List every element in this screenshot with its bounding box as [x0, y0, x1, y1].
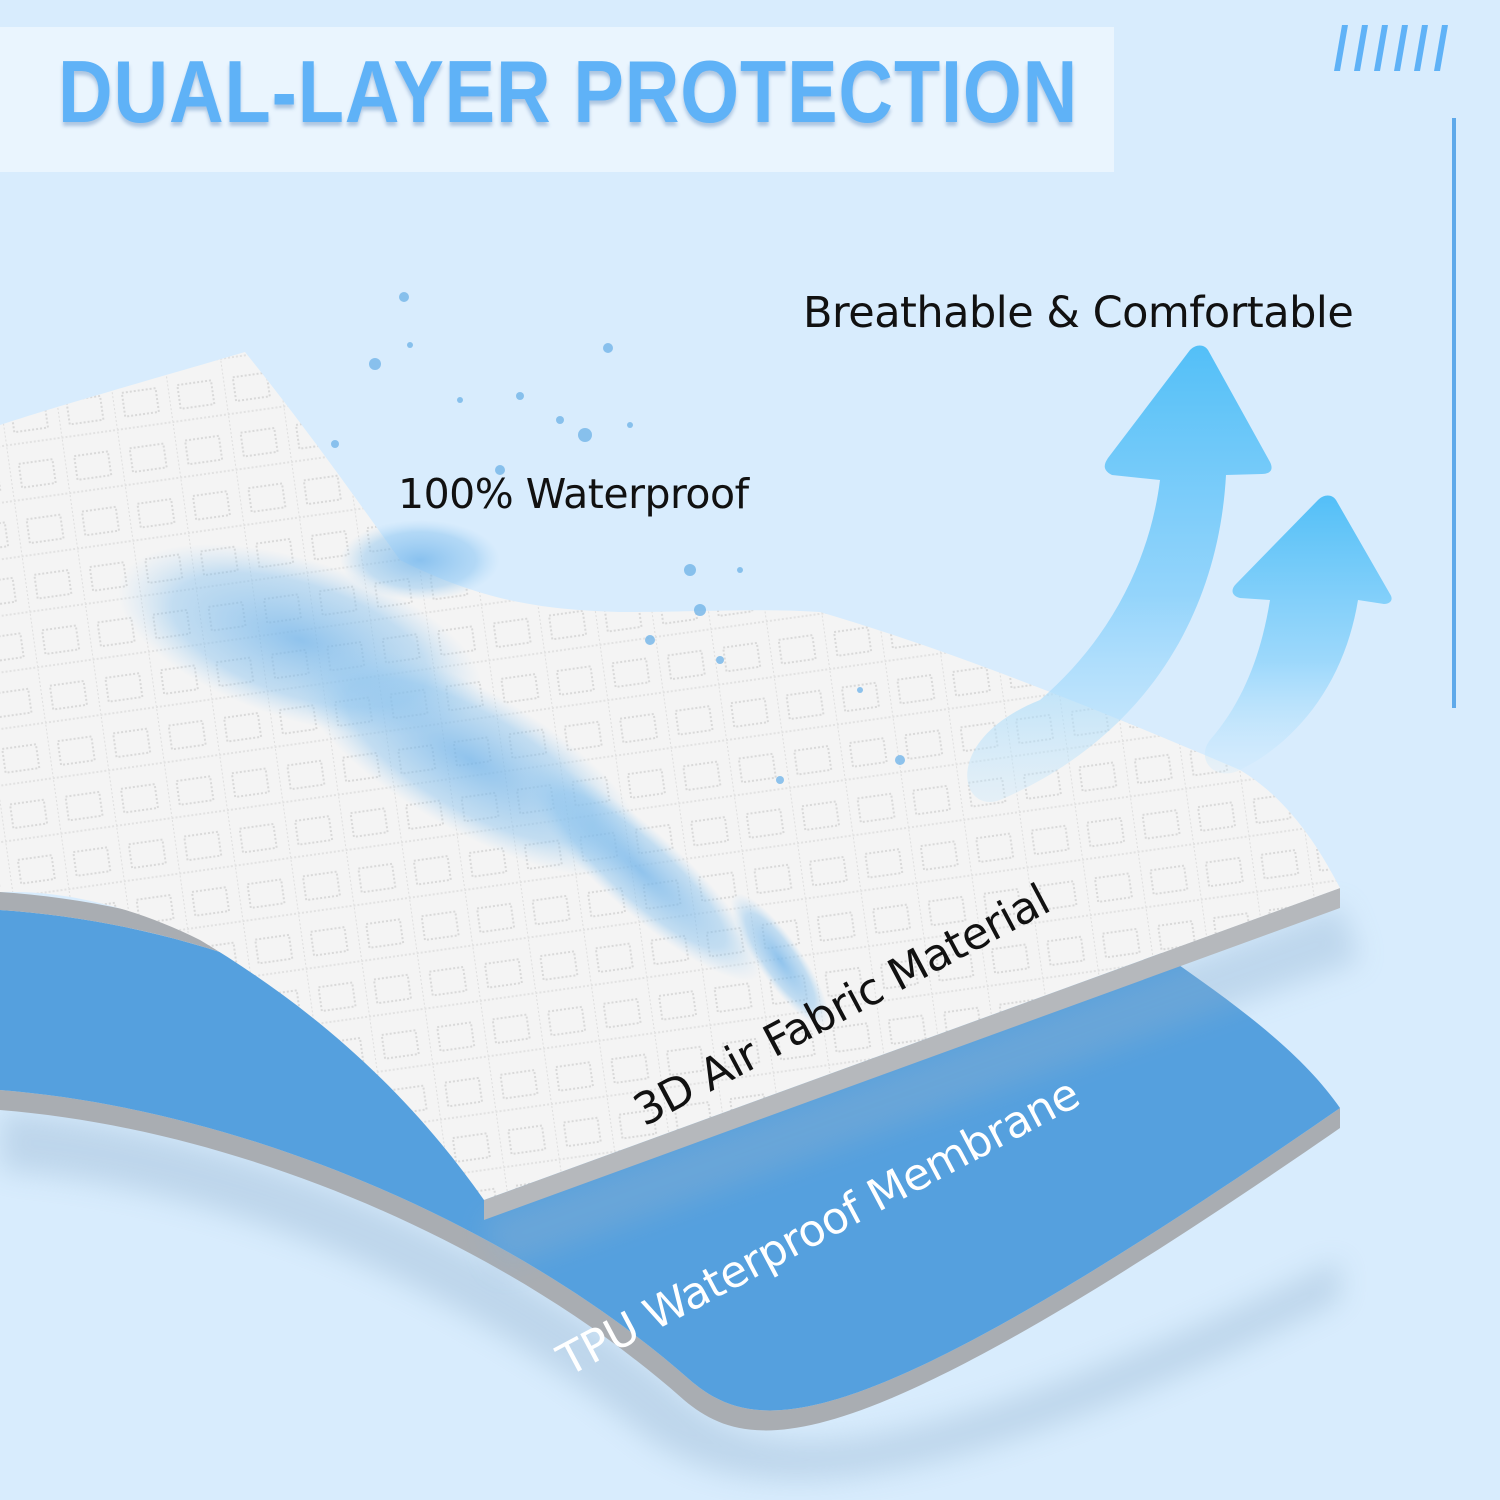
waterproof-label: 100% Waterproof: [398, 470, 749, 518]
arrow-large-icon: [967, 345, 1272, 802]
slash-decoration-icon: [1334, 25, 1448, 71]
title-banner: [0, 27, 1114, 172]
air-fabric-layer: [0, 352, 1340, 1200]
water-splash-icon: [117, 292, 905, 1027]
airflow-arrow-icons: [967, 345, 1392, 802]
membrane-edge: [0, 1090, 1340, 1431]
arrow-small-icon: [1204, 495, 1392, 774]
vertical-divider: [1452, 118, 1456, 708]
page-title: DUAL-LAYER PROTECTION: [58, 42, 1079, 141]
breathable-label: Breathable & Comfortable: [803, 288, 1354, 338]
